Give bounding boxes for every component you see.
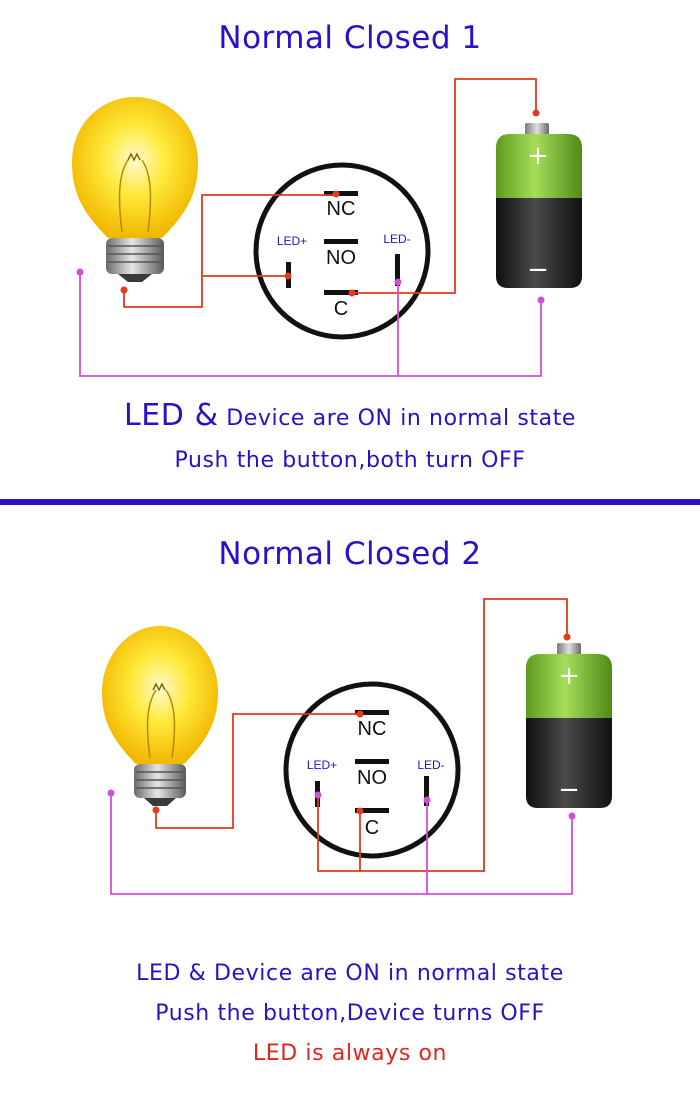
no-label-2: NO [357,767,387,789]
wires-1 [79,78,542,377]
switch-1: NC NO C LED+ LED- [253,162,431,340]
caption-1-line-1: LED & Device are ON in normal state [0,398,700,433]
wire-dots-1 [76,109,545,304]
battery-minus-label-1: − [527,255,549,285]
battery-icon-2: + − [526,643,612,808]
section-divider [0,499,700,505]
wires-2 [110,598,573,895]
led-minus-label-2: LED- [417,758,444,772]
led-plus-label-1: LED+ [277,234,307,248]
caption-2-line-3: LED is always on [252,1041,448,1066]
no-label-1: NO [326,247,356,269]
wire-dots-2 [107,633,576,820]
caption-2-line-2: Push the button,Device turns OFF [155,1001,545,1026]
caption-2-line-1: LED & Device are ON in normal state [136,961,564,986]
caption-1-led-amp: LED & [123,398,219,433]
title-normal-closed-1: Normal Closed 1 [218,20,482,56]
battery-plus-label-2: + [558,661,580,691]
nc-label-2: NC [358,718,387,740]
switch-2: NC NO C LED+ LED- [283,681,461,859]
nc-label-1: NC [327,198,356,220]
caption-1-line-2: Push the button,both turn OFF [174,448,526,473]
led-minus-label-1: LED- [383,232,410,246]
battery-icon-1: + − [496,123,582,288]
battery-minus-label-2: − [558,775,580,805]
caption-1-rest: Device are ON in normal state [226,406,577,431]
battery-plus-label-1: + [527,141,549,171]
c-label-2: C [365,817,379,839]
title-normal-closed-2: Normal Closed 2 [218,536,482,572]
led-plus-label-2: LED+ [307,758,337,772]
bulb-icon-1 [72,97,198,282]
c-label-1: C [334,298,348,320]
bulb-icon-2 [102,626,218,806]
